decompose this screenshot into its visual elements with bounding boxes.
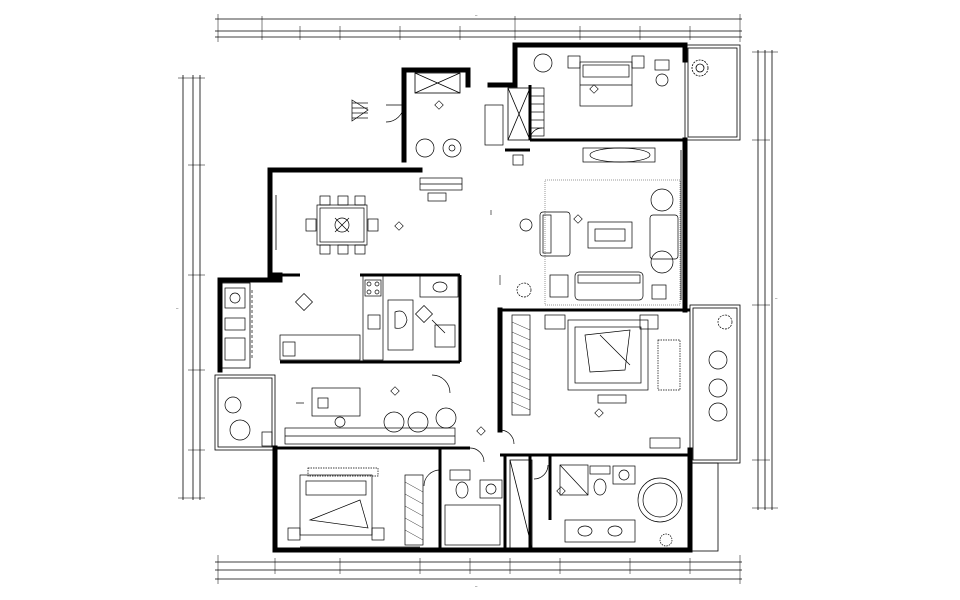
exterior-walls xyxy=(217,42,693,553)
bed xyxy=(299,474,373,536)
floor-symbols xyxy=(390,84,604,496)
round-bathtub xyxy=(637,477,683,523)
sofa-right xyxy=(649,214,679,260)
nightstand-right xyxy=(631,55,645,69)
top-dimension-lines: — xyxy=(215,13,742,42)
balcony-chair-2 xyxy=(229,419,251,441)
nightstand-left xyxy=(567,55,581,69)
desk xyxy=(311,387,361,417)
right-dimension-lines: — xyxy=(752,50,778,510)
chaise xyxy=(657,339,681,391)
family-room xyxy=(224,374,457,447)
entrance-arrow-symbol xyxy=(351,99,369,122)
sofa-long xyxy=(574,271,644,301)
plant xyxy=(516,282,532,298)
second-bedroom xyxy=(499,314,733,449)
interior-walls xyxy=(270,85,690,550)
kitchen xyxy=(279,274,459,361)
stove xyxy=(364,279,382,297)
master-bed xyxy=(579,61,633,107)
bed-cover xyxy=(584,329,631,373)
double-vanity xyxy=(564,519,636,543)
closet xyxy=(404,474,424,546)
balcony-plant-2 xyxy=(717,314,733,330)
second-bathroom xyxy=(444,447,503,546)
entry-foyer xyxy=(351,99,524,202)
bottom-overall-dimension: — xyxy=(475,584,478,589)
master-bathroom xyxy=(533,464,683,547)
armchair-bottom xyxy=(650,250,674,274)
toilet xyxy=(593,478,607,496)
living-room xyxy=(516,179,681,306)
dining-centerpiece xyxy=(334,217,350,233)
coffee-table xyxy=(587,221,633,249)
dining-room xyxy=(305,195,379,255)
right-overall-dimension: — xyxy=(775,296,778,301)
balcony-plant xyxy=(691,59,709,77)
washbasin-counter xyxy=(419,274,459,298)
third-bedroom xyxy=(287,467,441,546)
balconies-and-windows xyxy=(214,44,741,553)
balcony-chair xyxy=(224,396,242,414)
wardrobe xyxy=(511,314,531,416)
master-bedroom xyxy=(529,53,670,163)
bottom-dimension-lines: — xyxy=(215,555,742,589)
bed-frame xyxy=(567,319,649,391)
armchair-top xyxy=(650,188,674,212)
top-overall-dimension: — xyxy=(475,13,478,18)
left-dimension-lines: — xyxy=(176,75,205,500)
armchair xyxy=(533,53,553,73)
sofa-left xyxy=(539,211,571,257)
kitchen-sink xyxy=(367,314,381,330)
service-area xyxy=(224,287,253,361)
tv-cabinet xyxy=(589,147,651,163)
entry-door-swing xyxy=(385,104,405,123)
left-overall-dimension: — xyxy=(176,306,179,311)
